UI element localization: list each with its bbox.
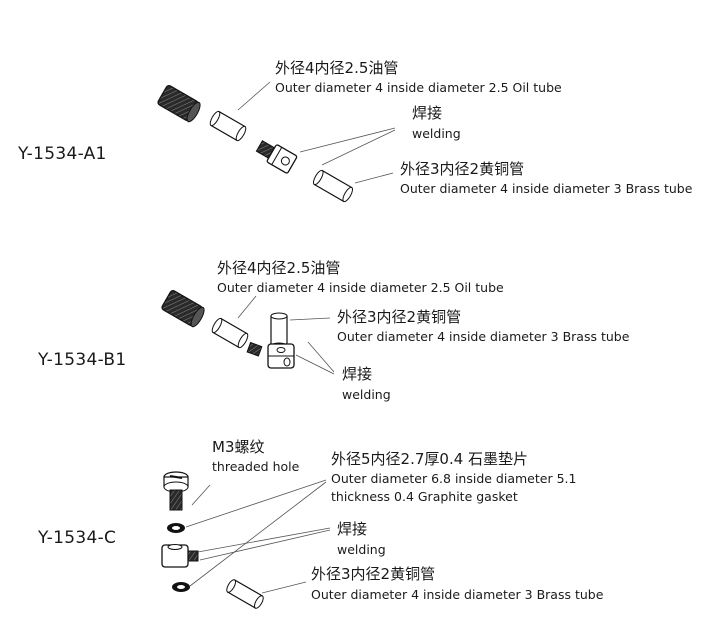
brass-tube-en-label: Outer diameter 4 inside diameter 3 Brass… xyxy=(400,181,693,196)
welding-cn-label: 焊接 xyxy=(412,104,443,122)
oil-tube-cn-label: 外径4内径2.5油管 xyxy=(275,59,399,77)
oil-tube-sleeve-a1 xyxy=(157,84,201,123)
oil-tube-sleeve-b1 xyxy=(161,289,205,328)
gasket-cn-label: 外径5内径2.7厚0.4 石墨垫片 xyxy=(331,450,529,468)
brass-tube-cn-label: 外径3内径2黄铜管 xyxy=(337,308,462,326)
code-label-b1: Y-1534-B1 xyxy=(38,350,127,370)
brass-tube-cn-label: 外径3内径2黄铜管 xyxy=(311,565,436,583)
brass-tube-en-label: Outer diameter 4 inside diameter 3 Brass… xyxy=(311,587,604,602)
code-label-a1: Y-1534-A1 xyxy=(18,144,107,164)
brass-tube-c xyxy=(226,579,264,609)
elbow-fitting-b1 xyxy=(246,341,295,369)
section-b1-art xyxy=(161,289,335,375)
gasket-en-label-1: Outer diameter 6.8 inside diameter 5.1 xyxy=(331,471,577,486)
brass-tube-en-label: Outer diameter 4 inside diameter 3 Brass… xyxy=(337,329,630,344)
gasket-en-label-2: thickness 0.4 Graphite gasket xyxy=(331,489,518,504)
leader-lines-c xyxy=(185,479,331,594)
section-a1-art xyxy=(157,81,396,203)
oil-tube-a1 xyxy=(209,110,247,142)
brass-tube-cn-label: 外径3内径2黄铜管 xyxy=(400,160,525,178)
oil-tube-cn-label: 外径4内径2.5油管 xyxy=(217,259,341,277)
thread-en-label: threaded hole xyxy=(212,459,300,474)
welding-en-label: welding xyxy=(412,126,461,141)
m3-screw xyxy=(163,471,189,511)
brass-tube-a1 xyxy=(313,169,353,203)
section-c-art xyxy=(161,471,331,609)
fitting-block-c xyxy=(161,544,199,568)
welding-en-label: welding xyxy=(342,387,391,402)
leader-lines-a1 xyxy=(237,81,396,184)
welding-cn-label: 焊接 xyxy=(337,520,368,538)
graphite-gasket-bottom xyxy=(172,582,190,592)
code-label-c: Y-1534-C xyxy=(38,528,117,548)
welding-en-label: welding xyxy=(337,542,386,557)
thread-cn-label: M3螺纹 xyxy=(212,438,265,456)
oil-tube-en-label: Outer diameter 4 inside diameter 2.5 Oil… xyxy=(217,280,504,295)
welding-cn-label: 焊接 xyxy=(342,365,373,383)
oil-tube-b1 xyxy=(211,317,249,349)
leader-lines-b1 xyxy=(237,295,335,375)
oil-tube-en-label: Outer diameter 4 inside diameter 2.5 Oil… xyxy=(275,80,562,95)
graphite-gasket-top xyxy=(167,523,185,533)
fitting-body-a1 xyxy=(255,140,298,174)
